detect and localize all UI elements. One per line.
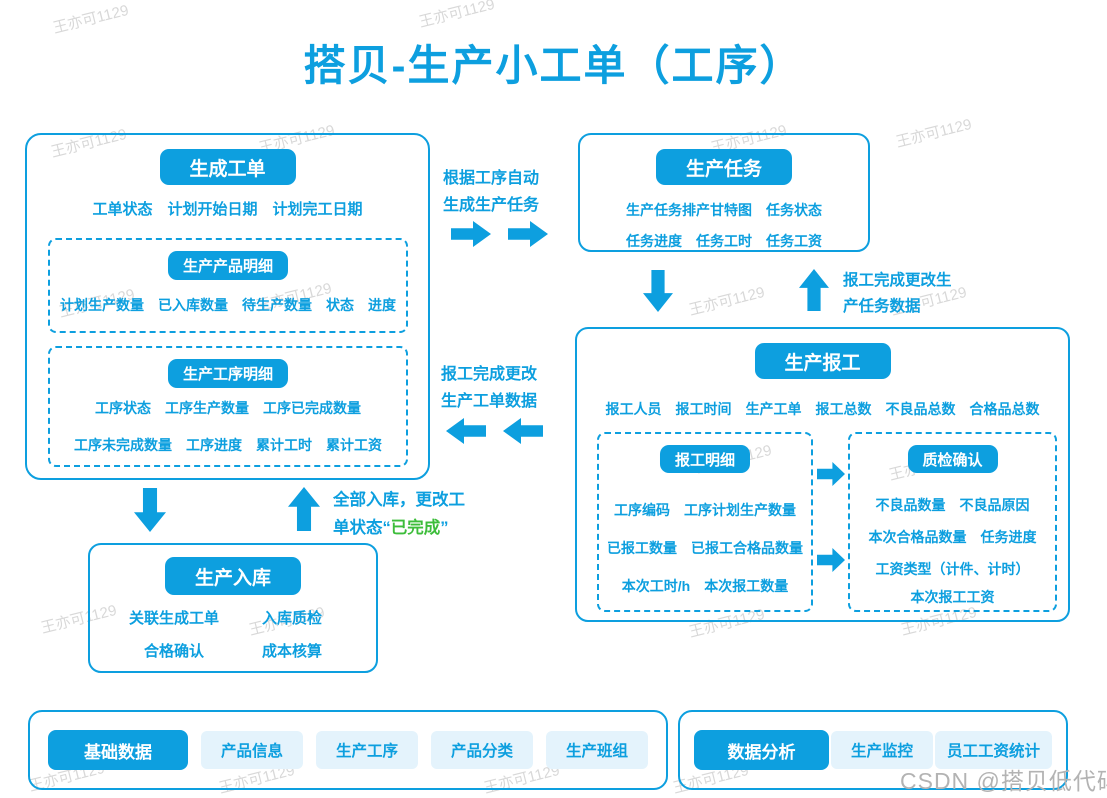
- data-analysis-button: 数据分析: [694, 730, 829, 770]
- data-analysis-bar: 数据分析 生产监控 员工工资统计: [678, 710, 1068, 790]
- qc-confirm-header: 质检确认: [907, 445, 998, 473]
- process-detail-box: 生产工序明细 工序状态 工序生产数量 工序已完成数量 工序未完成数量 工序进度 …: [48, 346, 408, 467]
- production-report-header: 生产报工: [754, 343, 891, 379]
- page-title: 搭贝-生产小工单（工序）: [303, 42, 804, 89]
- process-detail-header: 生产工序明细: [167, 359, 289, 388]
- watermark: 王亦可1129: [687, 283, 767, 320]
- production-report-box: 生产报工 报工人员 报工时间 生产工单 报工总数 不良品总数 合格品总数 报工明…: [575, 327, 1070, 622]
- qc-fields-1: 不良品数量 不良品原因: [875, 497, 1030, 513]
- chip-production-process: 生产工序: [315, 731, 418, 769]
- base-data-button: 基础数据: [48, 730, 188, 770]
- note-update-task-line2: 产任务数据: [843, 298, 921, 315]
- note-auto-task-line1: 根据工序自动: [443, 170, 540, 187]
- report-detail-fields-3: 本次工时/h 本次报工数量: [621, 578, 789, 594]
- process-detail-fields-2: 工序未完成数量 工序进度 累计工时 累计工资: [74, 437, 382, 453]
- chip-product-info: 产品信息: [200, 731, 303, 769]
- report-detail-fields-2: 已报工数量 已报工合格品数量: [607, 540, 803, 556]
- arrow-down-icon: [643, 270, 673, 312]
- product-detail-fields: 计划生产数量 已入库数量 待生产数量 状态 进度: [60, 297, 396, 313]
- work-order-header: 生成工单: [159, 149, 296, 185]
- note-update-task: 报工完成更改生 产任务数据: [843, 268, 952, 320]
- report-detail-fields-1: 工序编码 工序计划生产数量: [614, 502, 796, 518]
- qc-fields-4: 本次报工工资: [910, 589, 995, 605]
- inbound-field: 成本核算: [261, 643, 322, 660]
- chip-salary-stats: 员工工资统计: [934, 731, 1052, 769]
- inbound-box: 生产入库 关联生成工单 入库质检 合格确认 成本核算: [88, 543, 378, 673]
- note-complete-line2-pre: 单状态“: [333, 519, 391, 537]
- note-complete-status: 已完成: [390, 519, 441, 537]
- arrow-right-icon: [451, 221, 491, 247]
- note-complete-line1: 全部入库，更改工: [333, 491, 465, 509]
- product-detail-box: 生产产品明细 计划生产数量 已入库数量 待生产数量 状态 进度: [48, 238, 408, 333]
- arrow-left-icon: [503, 418, 543, 444]
- process-detail-fields-1: 工序状态 工序生产数量 工序已完成数量: [95, 400, 361, 416]
- arrow-left-icon: [446, 418, 486, 444]
- report-fields: 报工人员 报工时间 生产工单 报工总数 不良品总数 合格品总数: [605, 401, 1040, 417]
- base-data-bar: 基础数据 产品信息 生产工序 产品分类 生产班组: [28, 710, 668, 790]
- production-task-header: 生产任务: [656, 149, 792, 185]
- inbound-field: 关联生成工单: [128, 610, 219, 627]
- arrow-up-icon: [799, 269, 829, 311]
- work-order-fields: 工单状态 计划开始日期 计划完工日期: [92, 201, 363, 218]
- csdn-watermark: CSDN @搭贝低代码: [900, 768, 1107, 794]
- note-complete-line2: 单状态“已完成”: [333, 514, 465, 542]
- chip-production-monitor: 生产监控: [830, 731, 933, 769]
- qc-fields-3: 工资类型（计件、计时）: [875, 561, 1030, 577]
- arrow-right-icon: [817, 548, 845, 572]
- work-order-box: 生成工单 工单状态 计划开始日期 计划完工日期 生产产品明细 计划生产数量 已入…: [25, 133, 430, 480]
- task-fields-2: 任务进度 任务工时 任务工资: [626, 233, 822, 249]
- production-task-box: 生产任务 生产任务排产甘特图 任务状态 任务进度 任务工时 任务工资: [578, 133, 870, 252]
- inbound-header: 生产入库: [165, 557, 301, 595]
- note-complete-line2-post: ”: [440, 519, 449, 537]
- product-detail-header: 生产产品明细: [167, 251, 289, 280]
- note-update-order: 报工完成更改 生产工单数据: [441, 361, 537, 415]
- note-update-order-line1: 报工完成更改: [441, 366, 538, 383]
- inbound-field: 合格确认: [143, 643, 204, 660]
- chip-production-team: 生产班组: [545, 731, 648, 769]
- watermark: 王亦可1129: [894, 115, 974, 152]
- chip-product-category: 产品分类: [430, 731, 533, 769]
- inbound-field: 入库质检: [261, 610, 322, 627]
- arrow-down-icon: [134, 488, 166, 532]
- arrow-up-icon: [288, 487, 320, 531]
- note-auto-task: 根据工序自动 生成生产任务: [443, 165, 539, 219]
- watermark: 王亦可1129: [417, 0, 497, 32]
- report-detail-header: 报工明细: [659, 445, 751, 473]
- arrow-right-icon: [508, 221, 548, 247]
- task-fields-1: 生产任务排产甘特图 任务状态: [626, 202, 822, 218]
- qc-fields-2: 本次合格品数量 任务进度: [868, 529, 1037, 545]
- note-complete: 全部入库，更改工 单状态“已完成”: [333, 486, 465, 542]
- note-update-order-line2: 生产工单数据: [441, 393, 538, 410]
- note-update-task-line1: 报工完成更改生: [843, 272, 952, 289]
- qc-confirm-box: 质检确认 不良品数量 不良品原因 本次合格品数量 任务进度 工资类型（计件、计时…: [848, 432, 1057, 612]
- report-detail-box: 报工明细 工序编码 工序计划生产数量 已报工数量 已报工合格品数量 本次工时/h…: [597, 432, 813, 612]
- note-auto-task-line2: 生成生产任务: [443, 197, 540, 214]
- arrow-right-icon: [817, 462, 845, 486]
